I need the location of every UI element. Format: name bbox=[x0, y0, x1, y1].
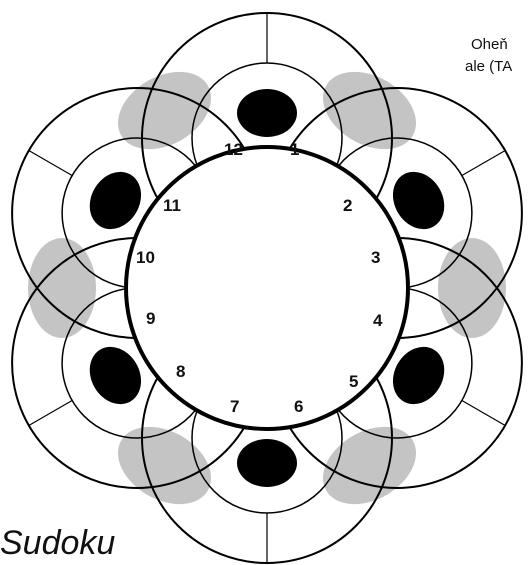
clock-dial bbox=[126, 147, 408, 429]
caption-line-2: ale (TA bbox=[465, 56, 530, 78]
clock-number-2: 2 bbox=[343, 196, 352, 215]
cell-divider-line bbox=[29, 401, 72, 426]
clock-number-4: 4 bbox=[373, 311, 383, 330]
clock-number-10: 10 bbox=[136, 248, 155, 267]
clock-number-8: 8 bbox=[176, 362, 185, 381]
black-cell bbox=[237, 439, 297, 487]
puzzle-title: Sudoku bbox=[0, 522, 115, 565]
clock-number-1: 1 bbox=[290, 140, 299, 159]
gray-cell bbox=[309, 56, 430, 165]
clock-number-5: 5 bbox=[349, 372, 358, 391]
clock-number-7: 7 bbox=[230, 397, 239, 416]
clock-number-9: 9 bbox=[146, 309, 155, 328]
gray-cell bbox=[309, 411, 430, 520]
clock-number-6: 6 bbox=[294, 397, 303, 416]
cell-divider-line bbox=[462, 401, 505, 426]
cell-divider-line bbox=[29, 151, 72, 176]
black-cell bbox=[237, 89, 297, 137]
clock-number-11: 11 bbox=[163, 196, 181, 215]
gray-cell bbox=[104, 56, 225, 165]
caption-line-1: Oheň bbox=[471, 34, 530, 56]
clock-number-12: 12 bbox=[224, 140, 243, 159]
gray-cell bbox=[104, 411, 225, 520]
cell-divider-line bbox=[462, 151, 505, 176]
clock-number-3: 3 bbox=[371, 248, 380, 267]
